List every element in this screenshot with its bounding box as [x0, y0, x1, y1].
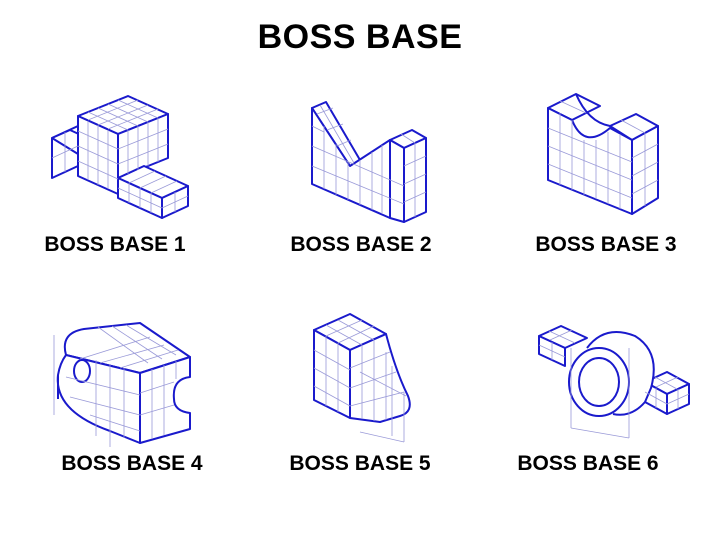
boss-base-5-label: BOSS BASE 5: [289, 452, 431, 475]
boss-base-6-label: BOSS BASE 6: [517, 452, 659, 475]
boss-base-2-label: BOSS BASE 2: [290, 233, 432, 256]
boss-base-2-drawing: [311, 101, 427, 223]
boss-base-3-label: BOSS BASE 3: [535, 233, 677, 256]
boss-base-4-drawing: [53, 322, 191, 447]
boss-base-5-drawing: [313, 313, 411, 443]
boss-base-1-drawing: [51, 95, 189, 219]
boss-base-3-drawing: [547, 93, 659, 215]
page-title: BOSS BASE: [257, 18, 463, 56]
boss-base-4-label: BOSS BASE 4: [61, 452, 203, 475]
boss-base-6-drawing: [538, 325, 690, 439]
boss-base-1-label: BOSS BASE 1: [44, 233, 186, 256]
